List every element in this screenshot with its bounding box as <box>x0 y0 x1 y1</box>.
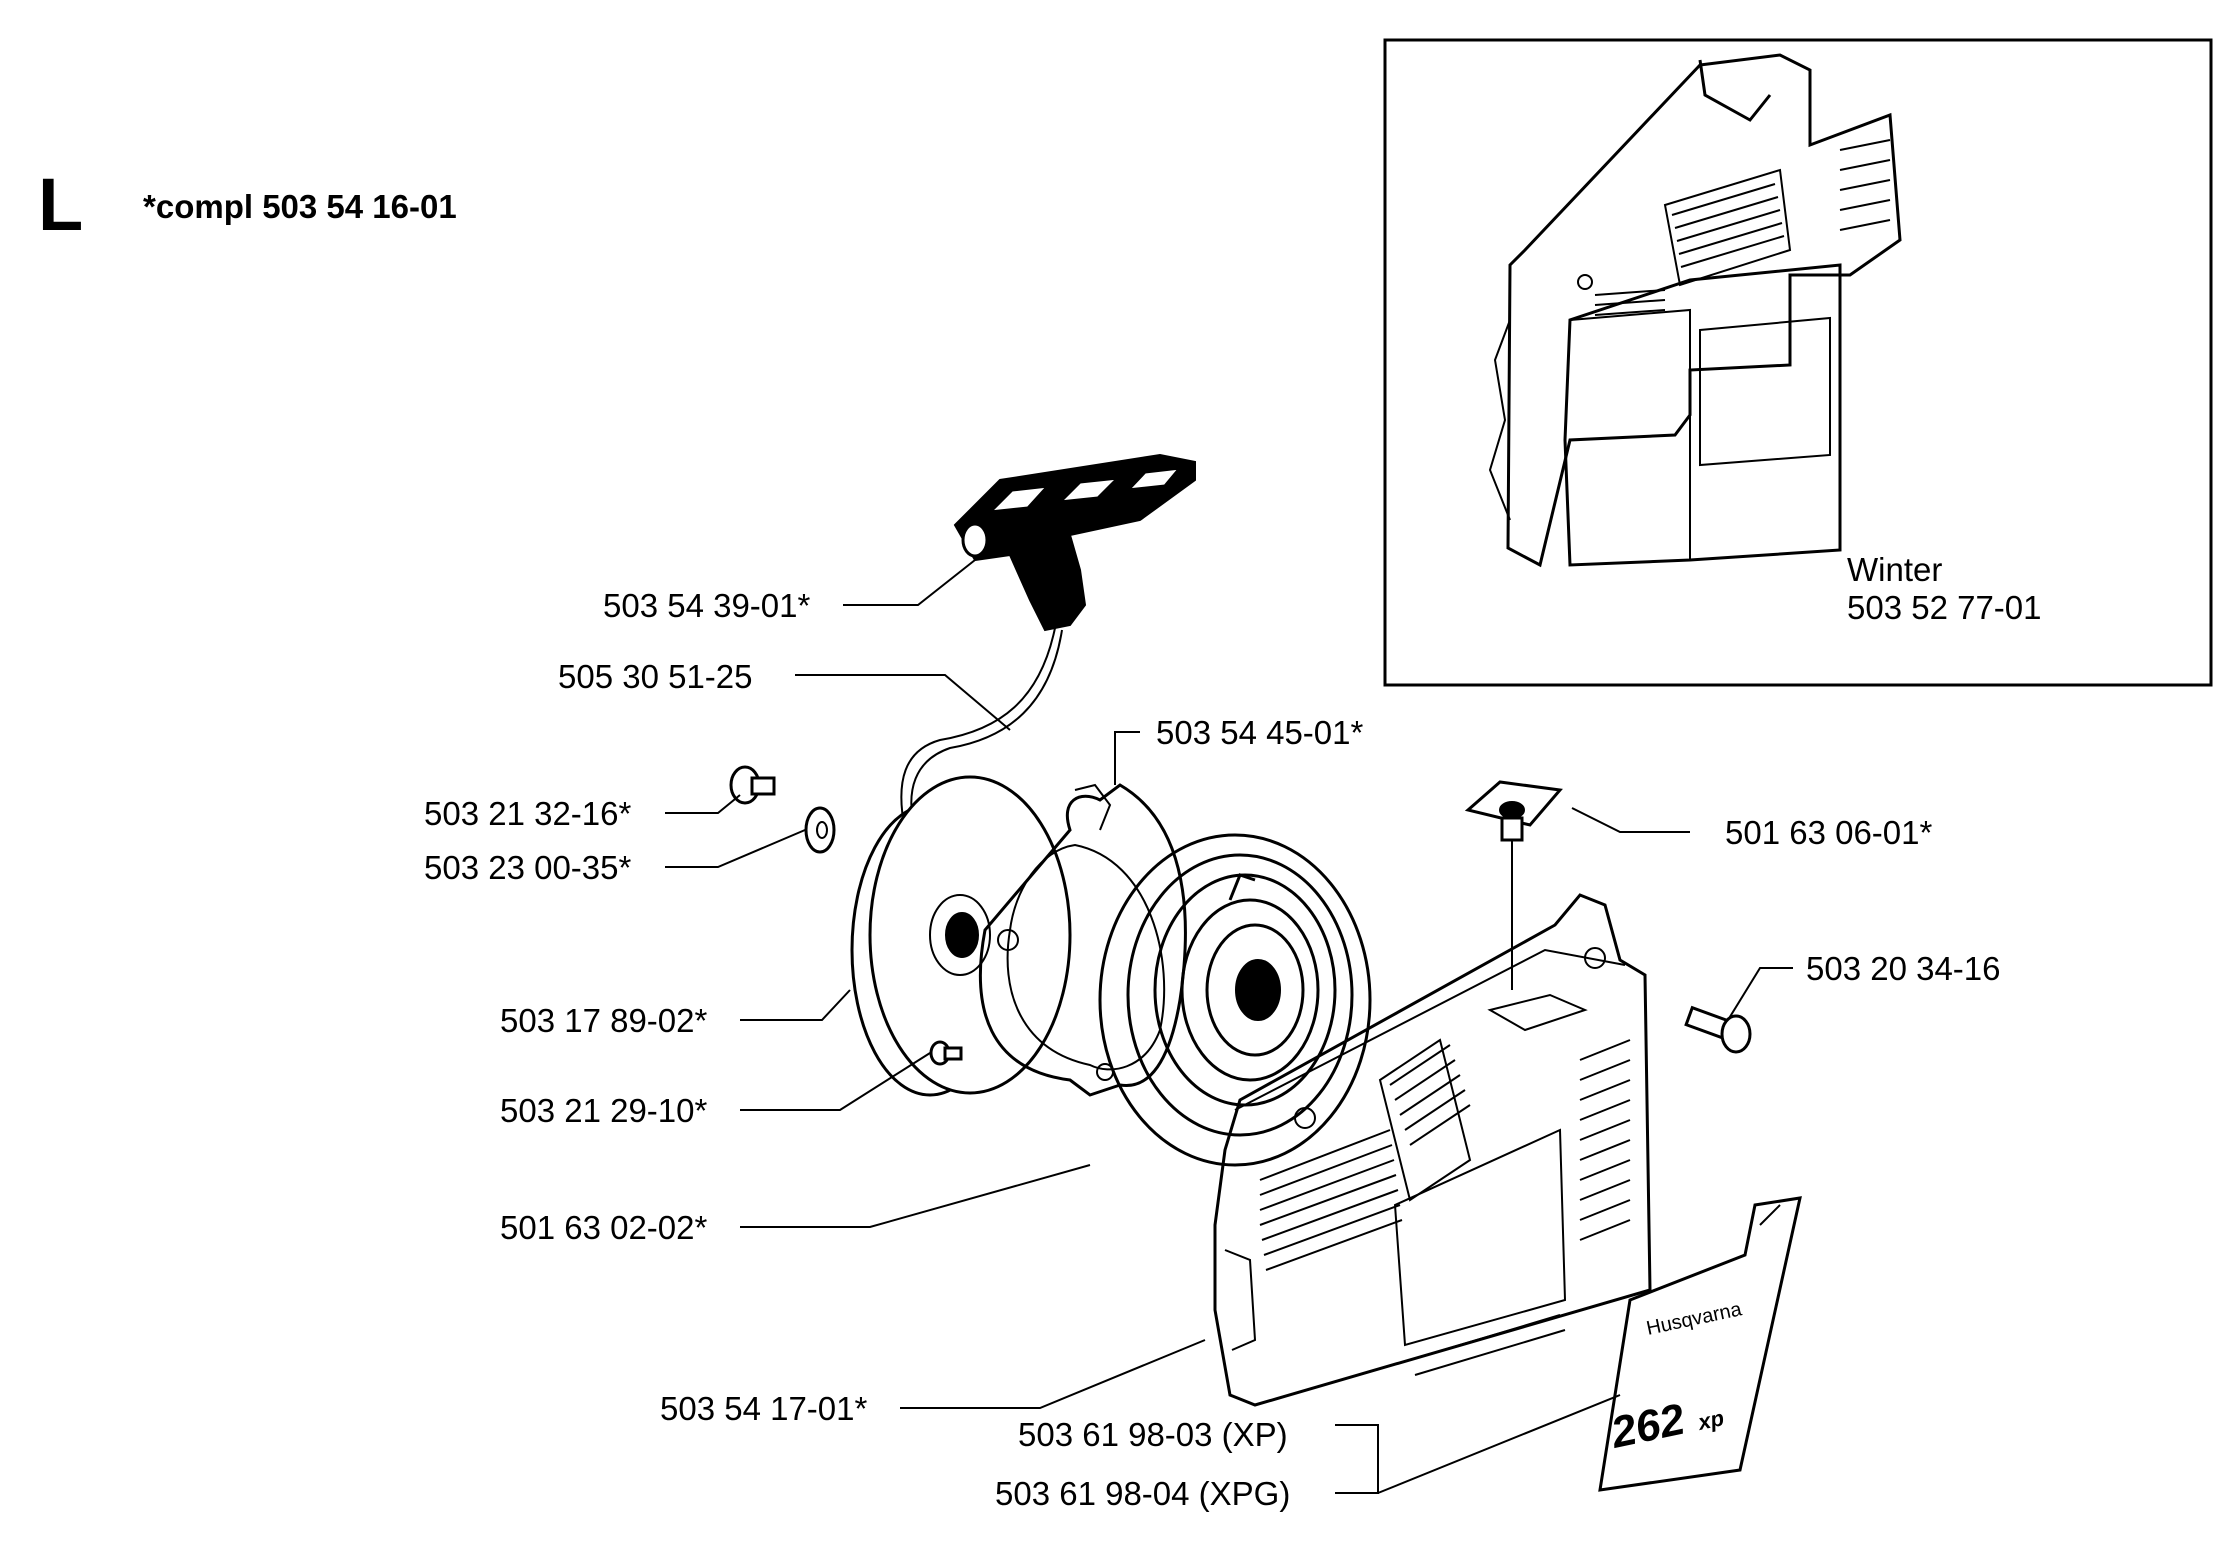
leader-lines <box>665 559 1793 1494</box>
recoil-spring-drawing <box>1098 833 1372 1167</box>
decal-suffix-text: xp <box>1695 1405 1726 1435</box>
part-label-screw-plate: 503 21 29-10* <box>500 1092 708 1129</box>
part-label-starter-housing: 503 54 17-01* <box>660 1390 868 1427</box>
section-letter: L <box>38 163 84 246</box>
spring-plate-drawing <box>978 783 1187 1097</box>
part-label-washer: 503 23 00-35* <box>424 849 632 886</box>
screw-pulley-drawing <box>729 765 776 805</box>
inset-part-number: 503 52 77-01 <box>1847 589 2042 626</box>
housing-screw-drawing <box>1684 1005 1752 1054</box>
part-label-rope-pulley: 503 17 89-02* <box>500 1002 708 1039</box>
part-label-screw-pulley: 503 21 32-16* <box>424 795 632 832</box>
part-label-decal-xpg: 503 61 98-04 (XPG) <box>995 1475 1291 1512</box>
decal-brand-text: Husqvarna <box>1644 1298 1744 1340</box>
starter-rope-drawing <box>900 627 1063 831</box>
washer-drawing <box>804 806 836 854</box>
part-label-decal-xp: 503 61 98-03 (XP) <box>1018 1416 1288 1453</box>
starter-handle-drawing <box>953 453 1196 632</box>
complete-kit-label: *compl 503 54 16-01 <box>143 188 457 225</box>
part-label-recoil-spring: 501 63 02-02* <box>500 1209 708 1246</box>
decal-model-text: 262 <box>1606 1394 1689 1458</box>
starter-housing-drawing <box>1213 893 1652 1407</box>
part-label-spring-plate: 503 54 45-01* <box>1156 714 1364 751</box>
part-label-housing-screw: 503 20 34-16 <box>1806 950 2001 987</box>
part-label-rope-guide: 501 63 06-01* <box>1725 814 1933 851</box>
decal-drawing: Husqvarna 262 xp <box>1598 1196 1802 1492</box>
inset-name: Winter <box>1847 551 1943 588</box>
winter-cover-drawing <box>1488 53 1902 568</box>
screw-plate-drawing <box>929 1040 963 1066</box>
rope-pulley-drawing <box>850 775 1072 1097</box>
part-label-starter-rope: 505 30 51-25 <box>558 658 753 695</box>
part-label-handle: 503 54 39-01* <box>603 587 811 624</box>
rope-guide-drawing <box>1464 780 1563 990</box>
winter-inset-frame <box>1383 38 2213 687</box>
